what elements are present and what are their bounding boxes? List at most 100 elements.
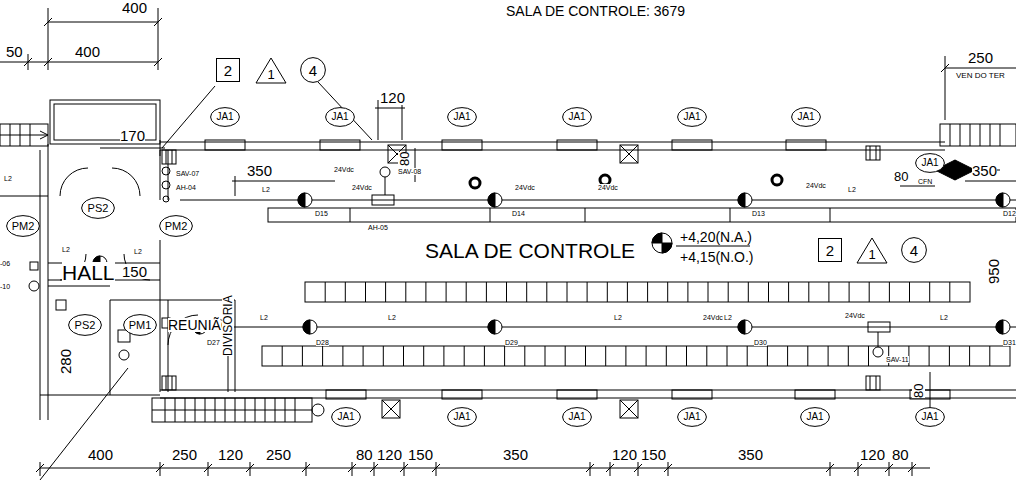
tag-circle: JA1 [915,407,945,427]
device-tag: 24Vdc [703,314,723,321]
revision-triangle: 1 [255,57,287,84]
node-text: 2 [224,63,232,78]
tag-circle: JA1 [447,407,477,427]
tag-circle: JA1 [562,107,592,127]
device-tag: 24Vdc [845,312,865,319]
device-tag: AH-04 [176,184,196,191]
device-tag: L2 [940,314,948,321]
device-tag: CFN [918,178,932,185]
node-text: 4 [309,63,317,78]
device-tag: L2 [388,314,396,321]
device-tag: SAV-08 [398,168,421,175]
dimension-text: 250 [172,447,197,462]
title: SALA DE CONTROLE: 3679 [506,4,685,18]
node-text: 4 [910,243,918,258]
device-tag: L2 [260,314,268,321]
revision-triangle: 1 [856,237,888,264]
device-tag: L2 [134,248,142,255]
tag-circle: JA1 [447,107,477,127]
dimension-text: 400 [88,447,113,462]
device-tag: D29 [505,339,518,346]
tag-circle: JA1 [325,107,355,127]
dimension-text: 350 [972,163,997,178]
dimension-text: 50 [6,44,23,59]
dimension-text: 80 [356,447,373,462]
dimension-text: 400 [122,0,147,15]
tag-circle: PS2 [81,197,115,219]
dimension-text: 350 [738,447,763,462]
room-name: HALL [62,262,115,283]
callout-box: 2 [818,238,842,262]
device-tag: D13 [752,210,765,217]
callout-circle: 4 [901,237,927,263]
node-text: PM1 [129,320,152,331]
dimension-text: 80 [398,152,411,166]
dimension-text: 950 [986,259,1001,284]
dimension-text: 350 [503,447,528,462]
dimension-text: 80 [912,384,925,398]
tag-circle: JA1 [677,107,707,127]
device-tag: D28 [316,339,329,346]
dimension-text: 120 [377,447,402,462]
dimension-text: +4,15(N.O.) [680,250,754,264]
dimension-text: 250 [968,50,993,65]
dimension-text: 120 [612,447,637,462]
device-tag: AH-05 [368,224,388,231]
device-tag: D12 [1003,210,1016,217]
node-text: 2 [826,243,834,258]
device-tag: D31 [1003,339,1016,346]
dimension-text: 400 [75,44,100,59]
dimension-text: 280 [58,349,73,374]
callout-box: 2 [216,58,240,82]
dimension-text: +4,20(N.A.) [680,230,752,244]
dimension-text: 150 [641,447,666,462]
room-name: SALA DE CONTROLE [425,240,635,261]
device-tag: D15 [315,210,328,217]
device-tag: L2 [848,186,856,193]
node-text: JA1 [453,412,470,422]
node-text: JA1 [453,112,470,122]
device-tag: 24Vdc [515,184,535,191]
dimension-text: 120 [218,447,243,462]
device-tag: -10 [0,283,10,290]
node-text: JA1 [216,112,233,122]
tag-circle: JA1 [800,407,830,427]
node-text: 1 [267,60,274,81]
tag-circle: JA1 [331,407,361,427]
tag-circle: JA1 [677,407,707,427]
device-tag: D27 [207,339,220,346]
node-text: JA1 [797,112,814,122]
node-text: JA1 [337,412,354,422]
device-tag: D14 [512,210,525,217]
device-tag: -06 [0,260,10,267]
device-tag: L2 [4,175,12,182]
tag-circle: JA1 [915,153,945,173]
node-text: JA1 [331,112,348,122]
node-text: PM2 [165,221,188,232]
node-text: PS2 [75,320,96,331]
device-tag: L2 [614,314,622,321]
node-text: PM2 [12,221,35,232]
dimension-text: 170 [120,128,145,143]
device-tag: 24Vdc [806,182,826,189]
node-text: JA1 [806,412,823,422]
dimension-text: 350 [247,163,272,178]
tag-circle: PM2 [6,215,40,237]
tag-circle: JA1 [562,407,592,427]
device-tag: SAV-11 [886,356,909,363]
node-text: JA1 [568,412,585,422]
dimension-text: 80 [894,170,908,183]
tag-circle: PS2 [68,314,102,336]
node-text: PS2 [88,203,109,214]
dimension-text: 250 [266,447,291,462]
callout-circle: 4 [300,57,326,83]
tag-circle: PM2 [159,215,193,237]
tag-circle: JA1 [210,107,240,127]
dimension-text: 120 [860,447,885,462]
node-text: JA1 [921,158,938,168]
node-text: JA1 [568,112,585,122]
tag-circle: JA1 [791,107,821,127]
device-tag: SAV-07 [176,170,199,177]
device-tag: 24Vdc [334,166,354,173]
device-tag: D30 [754,339,767,346]
